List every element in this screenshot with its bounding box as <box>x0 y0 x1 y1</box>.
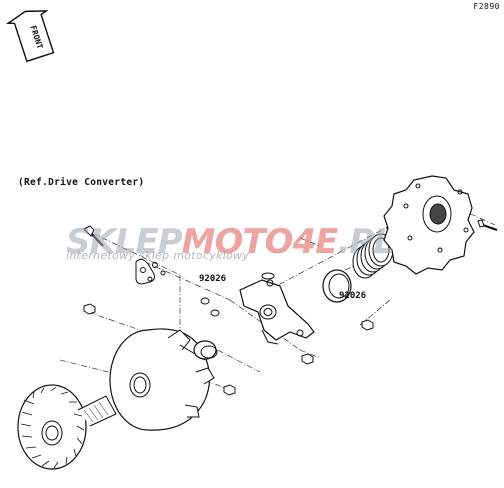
watermark-part1: SKLEP <box>66 222 183 262</box>
movable-sheave-icon <box>109 328 215 431</box>
collar-ring-icon <box>193 340 218 360</box>
figure-id: F2890 <box>473 2 500 11</box>
link-bracket-icon <box>135 258 155 285</box>
bolt-icon <box>83 225 106 247</box>
bolt-right-icon <box>477 219 498 231</box>
front-direction-arrow-icon: FRONT <box>5 10 55 63</box>
converter-cover-icon <box>383 175 475 275</box>
ref-note: (Ref.Drive Converter) <box>18 177 145 188</box>
spider-arm-icon <box>239 272 315 345</box>
watermark-part2: MOTO <box>181 222 294 262</box>
nut-icon <box>83 303 374 396</box>
part-number-label-left: 92026 <box>199 274 227 284</box>
bushing-ring-icon <box>322 269 352 303</box>
watermark-part3: 4E <box>292 222 339 262</box>
fixed-sheave-icon <box>17 384 117 470</box>
small-washer-icon <box>152 262 166 276</box>
watermark-subtitle: internetowy sklep motocyklowy <box>66 249 250 262</box>
washer-left-icon <box>200 297 220 317</box>
spring-icon <box>352 233 394 279</box>
part-number-label-right: 92026 <box>339 291 367 301</box>
watermark-part4: .PL <box>337 222 394 262</box>
watermark-logo: SKLEPMOTO4E.PL <box>66 222 395 262</box>
